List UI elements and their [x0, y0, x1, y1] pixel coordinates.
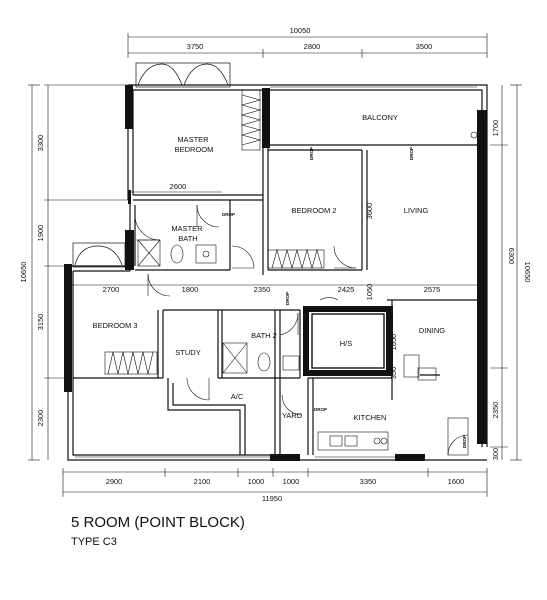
dim-left-2: 1900 — [36, 225, 45, 242]
room-master-bath-line-2: BATH — [178, 234, 197, 243]
dim-right-mid: 6300 — [507, 248, 516, 265]
room-hs: H/S — [340, 339, 353, 348]
room-yard: YARD — [282, 411, 303, 420]
drop-label: DROP — [462, 435, 467, 448]
room-balcony: BALCONY — [362, 113, 398, 122]
dim-right-3: 300 — [491, 448, 500, 461]
dim-left-4: 2300 — [36, 410, 45, 427]
dim-top-total: 10050 — [290, 26, 311, 35]
dim-kitchen-gap: 350 — [389, 367, 398, 380]
drop-label: DROP — [285, 292, 290, 305]
dim-hs-depth: 1650 — [389, 334, 398, 351]
drop-label: DROP — [314, 407, 327, 412]
room-bedroom-2: BEDROOM 2 — [291, 206, 336, 215]
dim-top-1: 3750 — [187, 42, 204, 51]
room-ac: A/C — [231, 392, 244, 401]
dim-master-bath-width: 2600 — [170, 182, 187, 191]
room-study: STUDY — [175, 348, 200, 357]
room-kitchen: KITCHEN — [354, 413, 387, 422]
plan-title: 5 ROOM (POINT BLOCK) — [71, 514, 245, 531]
dim-row-2: 1800 — [182, 285, 199, 294]
dim-bedroom2-depth: 3600 — [365, 203, 374, 220]
dim-right-1: 1700 — [491, 120, 500, 137]
dim-left-1: 3300 — [36, 135, 45, 152]
room-bedroom-3: BEDROOM 3 — [92, 321, 137, 330]
dim-bottom-5: 3350 — [360, 477, 377, 486]
dim-row-3: 2350 — [254, 285, 271, 294]
dim-top-3: 3500 — [416, 42, 433, 51]
dim-right-2: 2350 — [491, 402, 500, 419]
hs-room-box — [311, 313, 385, 369]
dim-bottom-total: 11950 — [262, 494, 282, 503]
dim-left-outer: 10650 — [19, 262, 28, 283]
room-bath-2: BATH 2 — [251, 331, 277, 340]
dim-bottom-6: 1600 — [448, 477, 465, 486]
drop-label: DROP — [309, 147, 314, 160]
dim-bottom-2: 2100 — [194, 477, 211, 486]
room-labels: MASTER BEDROOM BALCONY BEDROOM 2 LIVING … — [92, 113, 445, 422]
room-master-bath: MASTER BATH — [171, 224, 204, 243]
dim-row-5: 1050 — [365, 284, 374, 301]
walls — [67, 84, 488, 461]
room-dining: DINING — [419, 326, 445, 335]
dim-bottom-4: 1000 — [283, 477, 300, 486]
dim-left-3: 3150 — [36, 314, 45, 331]
wardrobes — [104, 89, 325, 375]
room-living: LIVING — [404, 206, 429, 215]
dim-top-2: 2800 — [304, 42, 321, 51]
room-master-bedroom-line-2: BEDROOM — [175, 145, 214, 154]
room-master-bedroom-line-1: MASTER — [177, 135, 209, 144]
room-master-bath-line-1: MASTER — [171, 224, 203, 233]
doors — [134, 204, 469, 456]
dim-right-outer: 10650 — [523, 262, 532, 283]
dimension-labels: 10050 3750 2800 3500 10650 3300 1900 315… — [19, 26, 532, 503]
drop-label: DROP — [409, 147, 414, 160]
dim-bottom-3: 1000 — [248, 477, 265, 486]
dim-bottom-1: 2900 — [106, 477, 123, 486]
drop-label: DROP — [222, 212, 235, 217]
room-master-bedroom: MASTER BEDROOM — [175, 135, 214, 154]
dim-row-1: 2700 — [103, 285, 120, 294]
windows — [75, 86, 485, 458]
casement-windows — [72, 62, 231, 268]
dining-area — [403, 354, 420, 378]
dimension-lines — [28, 33, 522, 497]
plan-subtitle: TYPE C3 — [71, 536, 117, 548]
dim-row-6: 2575 — [424, 285, 441, 294]
drop-tags: DROP DROP DROP DROP DROP DROP — [222, 147, 467, 448]
fixtures — [137, 131, 478, 451]
dim-row-4: 2425 — [338, 285, 355, 294]
thick-walls — [64, 85, 487, 461]
